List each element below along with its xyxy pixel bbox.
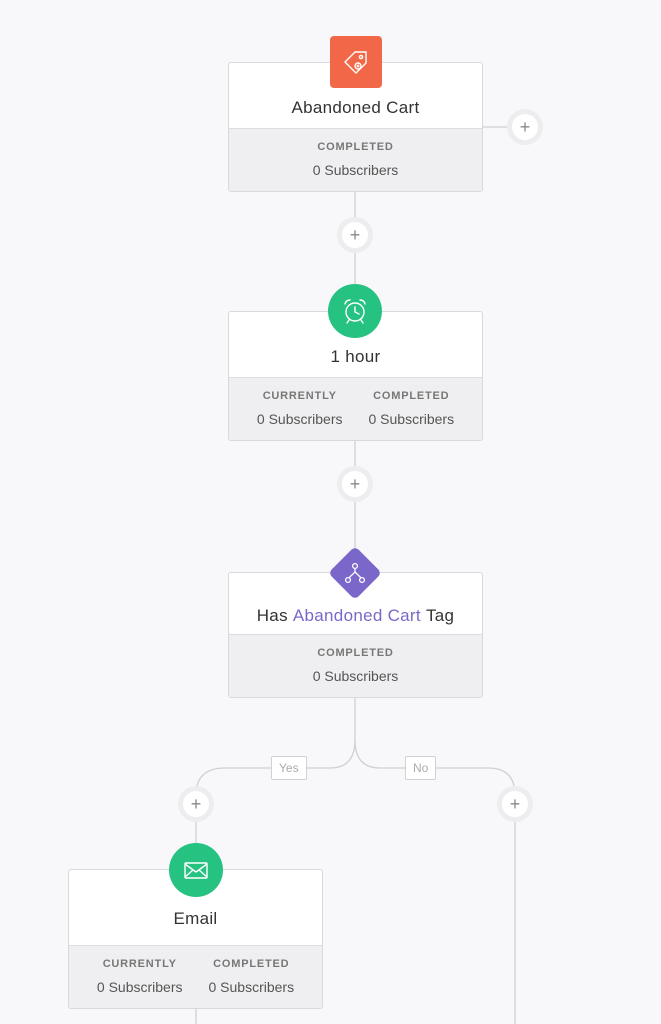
- trigger-stats: COMPLETED 0 Subscribers: [229, 128, 482, 191]
- currently-stat: CURRENTLY 0 Subscribers: [257, 378, 343, 440]
- add-step-yes-button[interactable]: +: [178, 786, 214, 822]
- completed-stat: COMPLETED 0 Subscribers: [209, 946, 295, 1008]
- email-stats: CURRENTLY 0 Subscribers COMPLETED 0 Subs…: [69, 945, 322, 1008]
- delay-stats: CURRENTLY 0 Subscribers COMPLETED 0 Subs…: [229, 377, 482, 440]
- condition-card-has-tag[interactable]: Has Abandoned Cart Tag COMPLETED 0 Subsc…: [228, 572, 483, 698]
- delay-title: 1 hour: [330, 347, 381, 366]
- completed-label: COMPLETED: [317, 141, 394, 153]
- condition-tag-link[interactable]: Abandoned Cart: [292, 606, 421, 625]
- condition-title-suffix: Tag: [425, 606, 455, 625]
- branch-no-label[interactable]: No: [405, 756, 437, 780]
- completed-label: COMPLETED: [373, 390, 450, 402]
- email-card[interactable]: Email CURRENTLY 0 Subscribers COMPLETED …: [68, 869, 323, 1009]
- currently-stat: CURRENTLY 0 Subscribers: [97, 946, 183, 1008]
- condition-title: Has Abandoned Cart Tag: [229, 573, 482, 637]
- currently-label: CURRENTLY: [102, 958, 177, 970]
- envelope-icon: [169, 843, 223, 897]
- completed-label: COMPLETED: [213, 958, 290, 970]
- currently-value: 0 Subscribers: [256, 411, 343, 427]
- condition-stats: COMPLETED 0 Subscribers: [229, 634, 482, 697]
- email-title: Email: [173, 909, 218, 928]
- completed-stat: COMPLETED 0 Subscribers: [313, 635, 399, 697]
- completed-value: 0 Subscribers: [312, 162, 399, 178]
- currently-label: CURRENTLY: [262, 390, 337, 402]
- alarm-clock-icon: [328, 284, 382, 338]
- add-step-button[interactable]: +: [337, 217, 373, 253]
- trigger-title: Abandoned Cart: [291, 98, 420, 117]
- completed-value: 0 Subscribers: [368, 411, 455, 427]
- add-step-no-button[interactable]: +: [497, 786, 533, 822]
- branch-icon: [328, 546, 382, 600]
- completed-stat: COMPLETED 0 Subscribers: [369, 378, 455, 440]
- condition-title-prefix: Has: [256, 606, 288, 625]
- add-branch-button[interactable]: +: [507, 109, 543, 145]
- completed-label: COMPLETED: [317, 647, 394, 659]
- tag-icon: [330, 36, 382, 88]
- trigger-card-abandoned-cart[interactable]: Abandoned Cart COMPLETED 0 Subscribers: [228, 62, 483, 192]
- branch-yes-label[interactable]: Yes: [271, 756, 307, 780]
- completed-value: 0 Subscribers: [208, 979, 295, 995]
- completed-value: 0 Subscribers: [312, 668, 399, 684]
- add-step-button[interactable]: +: [337, 466, 373, 502]
- currently-value: 0 Subscribers: [96, 979, 183, 995]
- completed-stat: COMPLETED 0 Subscribers: [313, 129, 399, 191]
